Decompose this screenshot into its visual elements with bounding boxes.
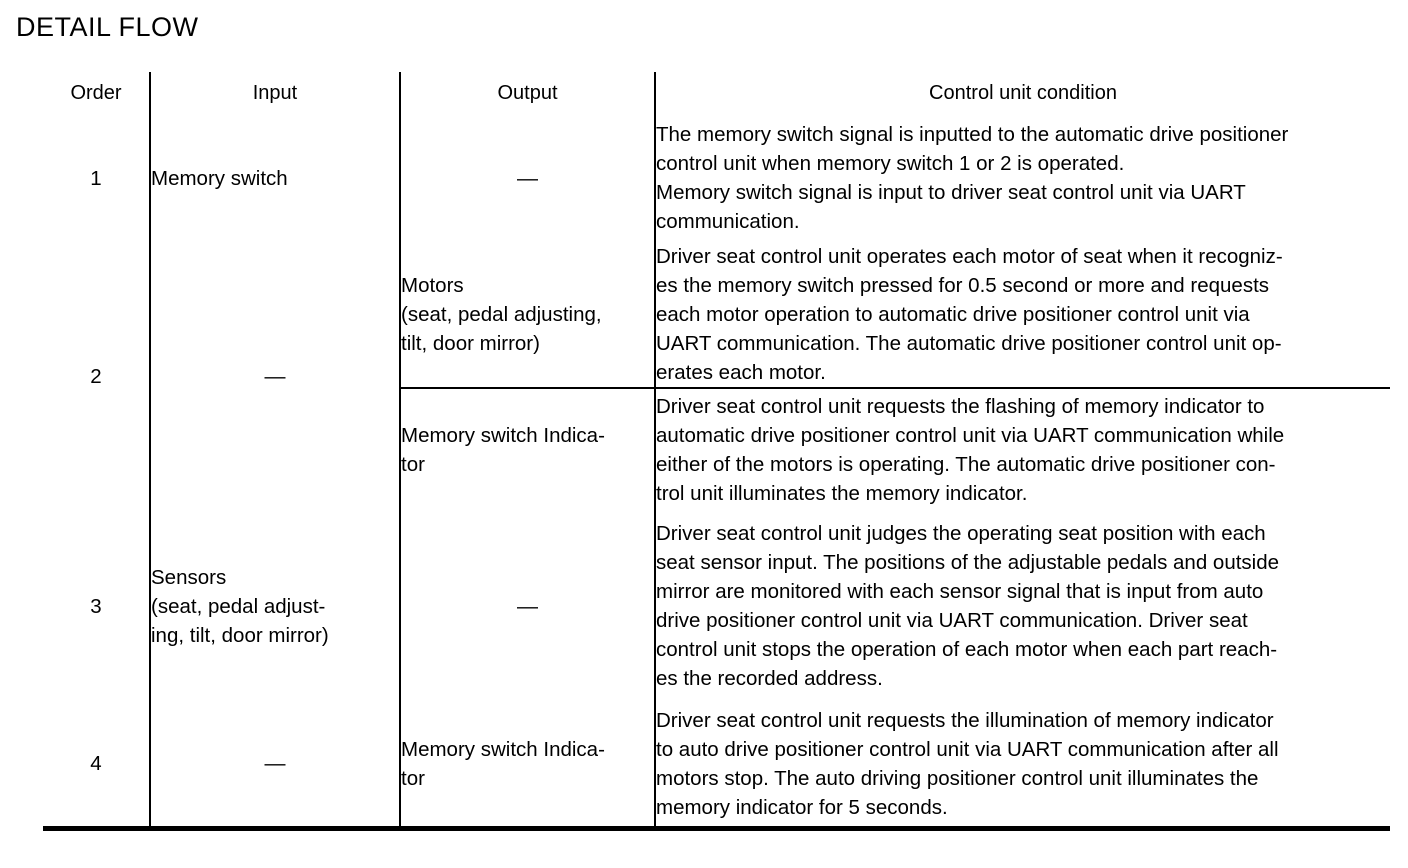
condition-line: Driver seat control unit operates each m…: [656, 245, 1283, 268]
condition-line: Memory switch signal is input to driver …: [656, 181, 1246, 204]
condition-line: Driver seat control unit requests the fl…: [656, 395, 1265, 418]
cell-input-line: ing, tilt, door mirror): [151, 623, 329, 647]
cell-output: —: [399, 114, 655, 242]
cell-order: 4: [43, 701, 150, 831]
cell-output: Memory switch Indica- tor: [399, 388, 655, 511]
condition-line: seat sensor input. The positions of the …: [656, 551, 1280, 574]
condition-line: communication.: [656, 210, 800, 233]
condition-line: automatic drive positioner control unit …: [656, 424, 1285, 447]
condition-line: Driver seat control unit requests the il…: [656, 708, 1274, 732]
column-header-input: Input: [149, 72, 400, 114]
table-header-row: Order Input Output Control unit conditio…: [43, 72, 1390, 114]
condition-line: erates each motor.: [656, 361, 826, 384]
cell-input-line: Sensors: [151, 565, 227, 589]
condition-line: motors stop. The auto driving positioner…: [656, 766, 1259, 790]
cell-output: —: [399, 511, 655, 701]
cell-input-dash: —: [264, 752, 286, 775]
cell-output-line: Memory switch Indica-: [401, 737, 605, 761]
column-header-output: Output: [399, 72, 655, 114]
table-row: 1 Memory switch — The memory switch sign…: [43, 114, 1390, 242]
cell-output-line: (seat, pedal adjusting,: [401, 303, 602, 326]
table-row: Memory switch Indica- tor Driver seat co…: [43, 388, 1390, 511]
cell-condition: The memory switch signal is inputted to …: [654, 114, 1390, 242]
cell-input-dash: —: [264, 365, 286, 388]
table-body: 1 Memory switch — The memory switch sign…: [43, 114, 1390, 831]
cell-input: —: [149, 242, 400, 511]
cell-output-dash: —: [517, 594, 538, 618]
condition-line: es the recorded address.: [656, 667, 883, 690]
condition-line: either of the motors is operating. The a…: [656, 453, 1276, 476]
column-header-order: Order: [70, 81, 122, 104]
page-title: DETAIL FLOW: [16, 12, 199, 42]
condition-line: The memory switch signal is inputted to …: [656, 123, 1289, 146]
cell-output-dash: —: [517, 166, 538, 190]
table-row: 2 — Motors (seat, pedal adjusting, tilt,…: [43, 242, 1390, 511]
cell-condition: Driver seat control unit operates each m…: [654, 242, 1390, 389]
condition-line: UART communication. The automatic drive …: [656, 332, 1282, 355]
cell-input: —: [149, 701, 400, 831]
condition-line: memory indicator for 5 seconds.: [656, 795, 948, 819]
condition-line: mirror are monitored with each sensor si…: [656, 580, 1264, 603]
cell-output-line: tilt, door mirror): [401, 332, 540, 355]
cell-output-line: Memory switch Indica-: [401, 424, 605, 447]
cell-condition: Driver seat control unit requests the il…: [654, 701, 1390, 831]
table-header: Order Input Output Control unit conditio…: [43, 72, 1390, 114]
cell-condition: Driver seat control unit judges the oper…: [654, 511, 1390, 701]
condition-line: control unit stops the operation of each…: [656, 638, 1278, 661]
cell-condition: Driver seat control unit requests the fl…: [654, 388, 1390, 511]
cell-output-line: Motors: [401, 274, 464, 297]
condition-line: es the memory switch pressed for 0.5 sec…: [656, 274, 1270, 297]
cell-input: Memory switch: [149, 114, 400, 242]
cell-order: 2: [90, 365, 102, 388]
table-row: 4 — Memory switch Indica- tor Driver sea…: [43, 701, 1390, 831]
condition-line: Driver seat control unit judges the oper…: [656, 522, 1266, 545]
cell-output-line: tor: [401, 766, 425, 790]
condition-line: drive positioner control unit via UART c…: [656, 609, 1248, 632]
cell-order: 3: [90, 594, 102, 618]
condition-line: each motor operation to automatic drive …: [656, 303, 1250, 326]
condition-line: trol unit illuminates the memory indicat…: [656, 482, 1028, 505]
cell-output: Memory switch Indica- tor: [399, 701, 655, 831]
cell-order: 1: [90, 166, 102, 190]
cell-output-line: tor: [401, 453, 425, 476]
condition-line: control unit when memory switch 1 or 2 i…: [656, 152, 1125, 175]
condition-line: to auto drive positioner control unit vi…: [656, 737, 1279, 761]
column-header-condition: Control unit condition: [654, 72, 1390, 114]
cell-input-line: Memory switch: [151, 166, 288, 190]
detail-flow-table: Order Input Output Control unit conditio…: [43, 72, 1390, 831]
cell-input-line: (seat, pedal adjust-: [151, 594, 326, 618]
cell-output: Motors (seat, pedal adjusting, tilt, doo…: [399, 242, 655, 389]
cell-input: Sensors (seat, pedal adjust- ing, tilt, …: [149, 511, 400, 701]
table-row: 3 Sensors (seat, pedal adjust- ing, tilt…: [43, 511, 1390, 701]
